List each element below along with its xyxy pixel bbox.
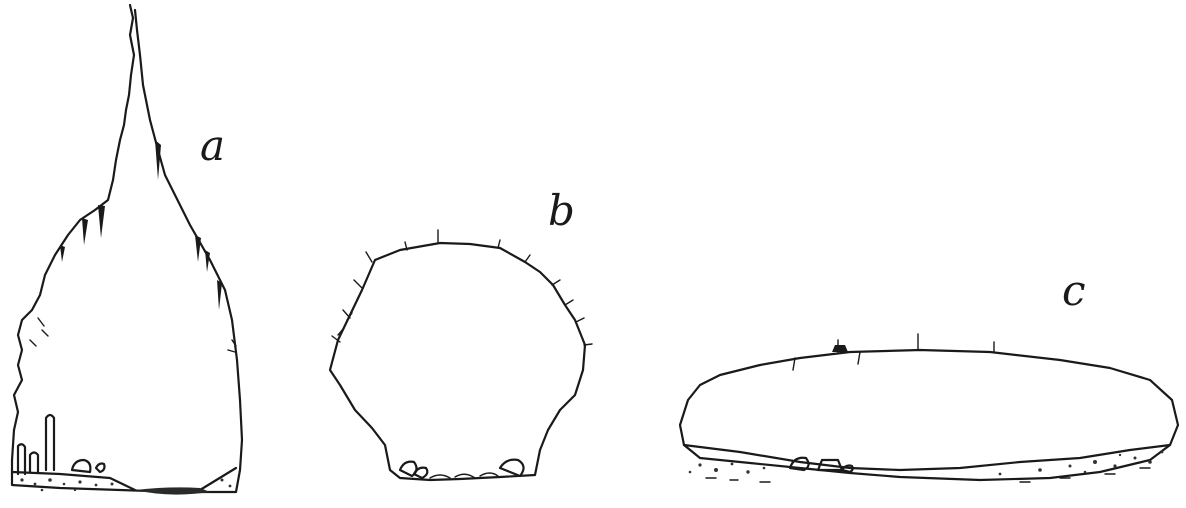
profile-a-stalactite: [195, 235, 201, 262]
label-b: b: [548, 186, 575, 235]
cave-profile-c: [680, 334, 1178, 482]
profile-c-roof-rock: [832, 345, 848, 352]
profile-a-stalactite: [82, 218, 88, 245]
profile-c-floor-surface: [684, 445, 1170, 470]
profile-a-boulder: [96, 464, 105, 473]
profile-b-outline: [330, 243, 585, 480]
profile-a-pool: [135, 487, 210, 494]
profile-a-stalactite: [205, 250, 210, 272]
cave-profile-a: [12, 5, 242, 495]
profile-a-stalactite: [98, 205, 105, 238]
cave-profile-b: [330, 230, 592, 480]
profile-a-stalactite: [60, 245, 65, 262]
label-c: c: [1062, 266, 1086, 315]
profile-c-outline: [680, 350, 1178, 480]
profile-a-wall-detail: [30, 318, 236, 352]
profile-a-stalagmite: [18, 444, 25, 474]
profile-b-boulder: [500, 460, 524, 476]
profile-a-stalagmite: [30, 453, 38, 473]
profile-a-stalagmite: [46, 415, 54, 470]
profile-a-boulder: [72, 460, 90, 472]
label-a: a: [200, 121, 225, 170]
profile-a-stalactite: [217, 280, 222, 310]
profile-b-roof-spikes: [332, 230, 592, 345]
